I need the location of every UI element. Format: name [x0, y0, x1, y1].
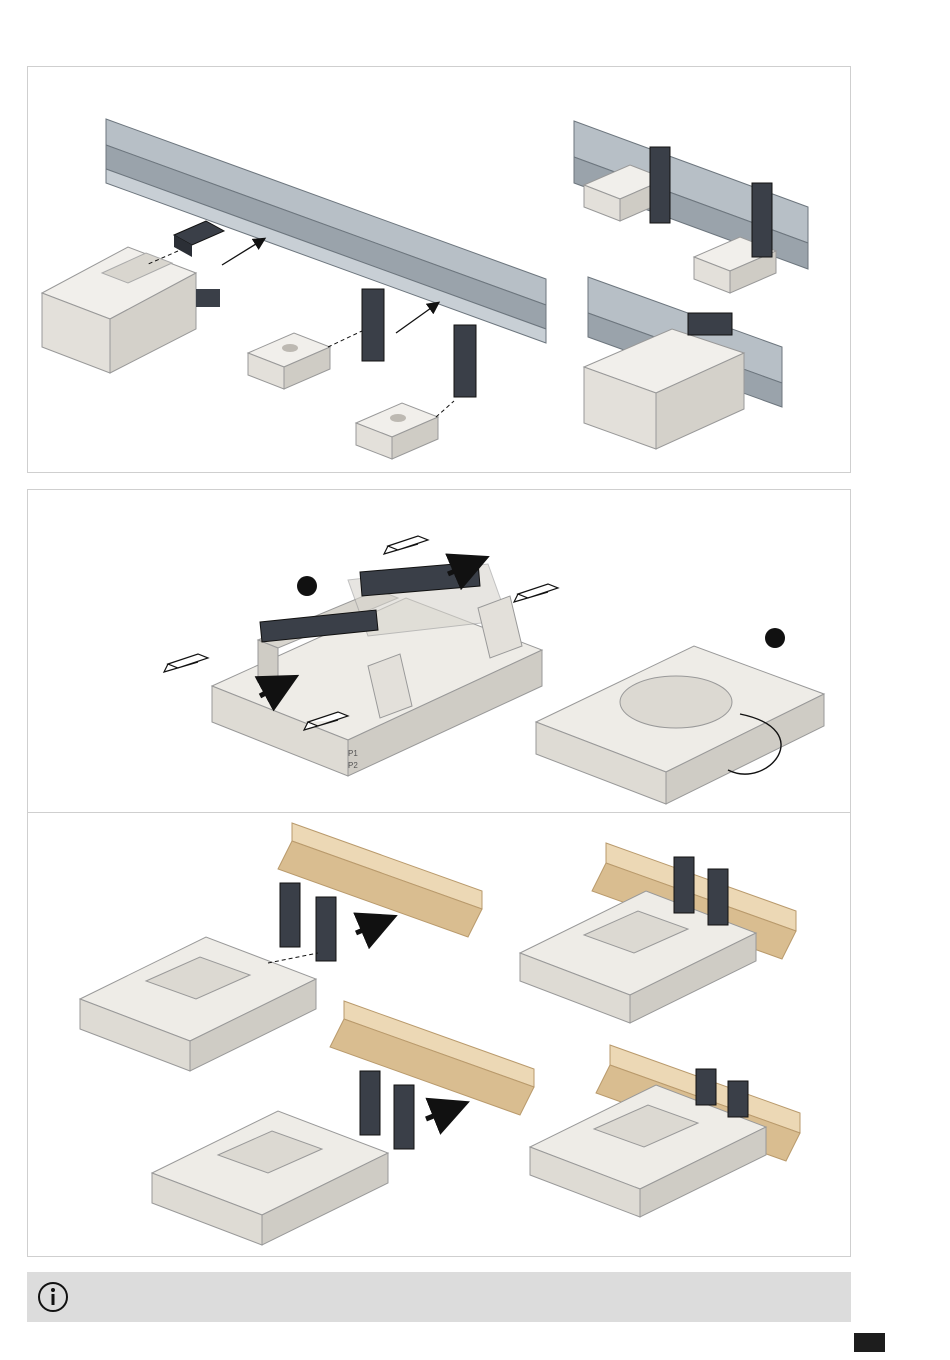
base-plate-left: P1 P2	[212, 562, 542, 776]
small-transformer-housing-2	[356, 403, 438, 459]
terminal-label-p2: P2	[348, 761, 358, 770]
terminal-label-p1: P1	[348, 749, 358, 758]
rail-clip-3	[454, 325, 476, 397]
brass-din-rail-1	[278, 823, 482, 937]
step-marker-2	[765, 628, 785, 648]
page-tab-marker	[854, 1333, 885, 1352]
base-plate-right	[536, 646, 824, 804]
hand-icon	[514, 584, 558, 602]
info-note-bar	[27, 1272, 851, 1322]
panel-clip-repositioning: P1 P2	[27, 489, 851, 813]
panel-rail-mounting-steel	[27, 66, 851, 473]
base-plate-3a	[80, 937, 316, 1071]
base-plate-3b	[152, 1111, 388, 1245]
mounted-large-housing-view	[584, 277, 782, 449]
small-transformer-housing-1	[248, 333, 330, 389]
rail-clips-pair-2	[360, 1071, 414, 1149]
info-circle-icon	[37, 1281, 69, 1313]
mounted-base-brass-view-1	[520, 843, 796, 1023]
hand-icon	[164, 654, 208, 672]
step-marker-1	[297, 576, 317, 596]
hand-icon	[384, 536, 428, 554]
rail-clips-pair-1	[280, 883, 336, 961]
mounted-small-housings-view	[574, 121, 808, 293]
brass-rail-illustration	[28, 813, 852, 1258]
rail-clip-1	[174, 221, 224, 257]
mounted-base-brass-view-2	[530, 1045, 800, 1217]
steel-rail-illustration	[28, 67, 852, 474]
panel-rail-mounting-brass	[27, 812, 851, 1257]
large-transformer-housing	[42, 247, 220, 373]
clip-repositioning-illustration: P1 P2	[28, 490, 852, 814]
rail-clip-2	[362, 289, 384, 361]
